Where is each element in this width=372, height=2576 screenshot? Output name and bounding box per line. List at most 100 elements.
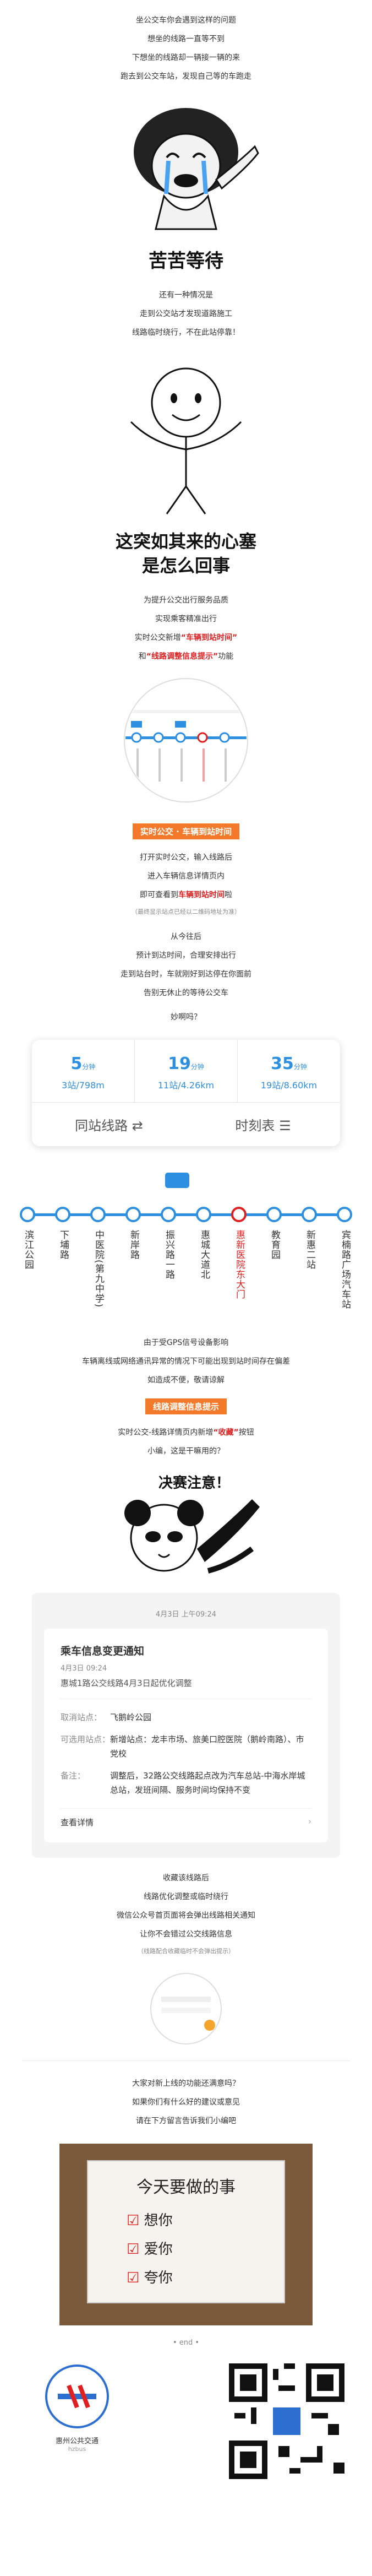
- collect-line: 收藏该线路后: [163, 1874, 209, 1883]
- route-stop-node[interactable]: [161, 1207, 176, 1222]
- feature-highlight: “线路调整信息提示”: [146, 652, 218, 661]
- timetable-button[interactable]: 时刻表 ☰: [235, 1118, 291, 1134]
- arrival-note: （最终显示站点已经以二维码地址为准）: [132, 908, 240, 915]
- collect-line: 微信公众号首页面将会弹出线路相关通知: [117, 1911, 255, 1920]
- brand-logo: [45, 2365, 109, 2428]
- feature-line: 为提升公交出行服务品质: [144, 596, 228, 605]
- feature-highlight: “车辆到站时间”: [180, 633, 238, 642]
- route-stop-name: 中医院(第九中学): [93, 1230, 104, 1308]
- arrival-step: 即可查看到车辆到站时间啦: [0, 886, 372, 904]
- shrug-meme-image: [130, 367, 242, 514]
- todo-item: ☑ 爱你: [127, 2241, 173, 2258]
- wait-line: 线路临时绕行，不在此站停靠！: [132, 328, 240, 337]
- route-stop-name: 教育园: [269, 1230, 280, 1260]
- collect-line: 让你不会错过公交线路信息: [140, 1930, 232, 1939]
- intro-line: 下想坐的线路却一辆接一辆的来: [132, 53, 240, 62]
- arrival-cell[interactable]: 5分钟 3站/798m: [32, 1040, 135, 1102]
- route-stop-node[interactable]: [302, 1207, 317, 1222]
- arrival-minutes: 35分钟: [271, 1054, 307, 1073]
- route-stop-node[interactable]: [125, 1207, 141, 1222]
- crying-meme-image: [134, 108, 259, 230]
- brand-block: 惠州公共交通 hzbus: [28, 2363, 127, 2453]
- wait-section: 还有一种情况是 走到公交站才发现道路施工 线路临时绕行，不在此站停靠！: [0, 286, 372, 342]
- gps-line: 车辆离线或网络通讯异常的情况下可能出现到站时间存在偏差: [82, 1357, 290, 1366]
- intro-line: 想坐的线路一直等不到: [147, 35, 225, 44]
- same-stop-lines-button[interactable]: 同站线路 ⇄: [75, 1118, 143, 1134]
- arrival-row: 5分钟 3站/798m 19分钟 11站/4.26km 35分钟 19站/8.6…: [32, 1040, 340, 1102]
- notice-detail-link[interactable]: 查看详情 ›: [61, 1808, 311, 1828]
- outro-line: 如果你们有什么好的建议或意见: [132, 2098, 240, 2107]
- collect-preview-image: [150, 1973, 222, 2044]
- notice-row: 可选用站点：新增站点：龙丰市场、旅美口腔医院（鹅岭南路）、市党校: [61, 1734, 304, 1759]
- route-stop-node[interactable]: [90, 1207, 106, 1222]
- list-icon: ☰: [279, 1118, 291, 1134]
- since-line: 走到站台时，车就刚好到达停在你面前: [121, 970, 251, 979]
- todo-list: ☑ 想你 ☑ 爱你 ☑ 夸你: [127, 2206, 284, 2292]
- panda-meme: 决赛注意！: [98, 1472, 274, 1582]
- notice-title: 乘车信息变更通知: [61, 1645, 145, 1657]
- notice-card[interactable]: 乘车信息变更通知 4月3日 09:24 惠城1路公交线路4月3日起优化调整 取消…: [44, 1629, 328, 1842]
- arrival-tag: 实时公交 · 车辆到站时间: [132, 823, 240, 839]
- arrival-distance: 11站/4.26km: [157, 1080, 215, 1091]
- route-stop-node[interactable]: [231, 1207, 247, 1222]
- end-mark: • end •: [172, 2339, 200, 2347]
- arrival-highlight: 车辆到站时间: [178, 891, 225, 899]
- arrival-step: 进入车辆信息详情页内: [147, 872, 225, 881]
- arrival-text: 即可查看到: [140, 891, 178, 899]
- feature-text: 实时公交新增: [134, 633, 181, 642]
- todo-title: 今天要做的事: [136, 2178, 236, 2197]
- route-stop-node[interactable]: [337, 1207, 352, 1222]
- route-diagram: 滨江公园下埔路中医院(第九中学)新岸路振兴路一路惠城大道北惠新医院东大门教育园新…: [0, 1163, 372, 1328]
- since-tail: 妙啊吗？: [171, 1013, 201, 1022]
- route-stop-name: 新惠二站: [304, 1230, 315, 1270]
- gps-section: 由于受GPS信号设备影响 车辆离线或网络通讯异常的情况下可能出现到站时间存在偏差…: [0, 1333, 372, 1461]
- wait-line: 走到公交站才发现道路施工: [140, 310, 232, 318]
- route-stop-node[interactable]: [266, 1207, 282, 1222]
- arrival-preview-image: [124, 678, 248, 802]
- feature-line: 和“线路调整信息提示”功能: [0, 647, 372, 666]
- gps-line: 如造成不便，敬请谅解: [147, 1376, 225, 1385]
- route-stop-name: 下埔路: [58, 1230, 69, 1260]
- arrival-distance: 19站/8.60km: [260, 1080, 318, 1091]
- sudden-title-line: 这突如其来的心塞: [115, 531, 256, 552]
- features-section: 为提升公交出行服务品质 实现乘客精准出行 实时公交新增“车辆到站时间” 和“线路…: [0, 591, 372, 666]
- arrival-distance: 3站/798m: [62, 1080, 105, 1091]
- outro-line: 大家对新上线的功能还满意吗？: [132, 2079, 240, 2088]
- route-stop-name: 惠城大道北: [199, 1230, 210, 1279]
- arrival-cell[interactable]: 19分钟 11站/4.26km: [135, 1040, 238, 1102]
- since-line: 从今往后: [171, 932, 201, 941]
- route-stop-node[interactable]: [20, 1207, 35, 1222]
- sudden-title-line: 是怎么回事: [141, 555, 230, 576]
- route-stop-name: 新岸路: [128, 1230, 139, 1260]
- adjust-line: 实时公交-线路详情页内新增“收藏”按钮: [118, 1428, 254, 1437]
- footer: 惠州公共交通 hzbus: [0, 2363, 372, 2479]
- since-section: 从今往后 预计到达时间，合理安排出行 走到站台时，车就刚好到达停在你面前 告别无…: [0, 928, 372, 1027]
- route-stop-node[interactable]: [196, 1207, 211, 1222]
- todo-item: ☑ 夸你: [127, 2270, 173, 2286]
- arrival-section: 实时公交 · 车辆到站时间 打开实时公交，输入线路后 进入车辆信息详情页内 即可…: [0, 815, 372, 920]
- arrival-cell[interactable]: 35分钟 19站/8.60km: [238, 1040, 340, 1102]
- chevron-right-icon: ›: [308, 1816, 311, 1826]
- arrival-minutes: 5分钟: [70, 1054, 96, 1073]
- brand-name: 惠州公共交通: [55, 2437, 99, 2445]
- since-line: 预计到达时间，合理安排出行: [136, 951, 236, 960]
- outro-line: 请在下方留言告诉我们小编吧: [136, 2117, 236, 2125]
- feature-line: 实时公交新增“车辆到站时间”: [0, 628, 372, 647]
- qr-code-image: [229, 2363, 344, 2479]
- outro-section: 大家对新上线的功能还满意吗？ 如果你们有什么好的建议或意见 请在下方留言告诉我们…: [0, 2074, 372, 2130]
- arrival-minutes: 19分钟: [168, 1054, 204, 1073]
- feature-text: 和: [138, 652, 146, 661]
- notice-row: 取消站点：飞鹅岭公园: [61, 1712, 152, 1722]
- intro-section: 坐公交车你会遇到这样的问题 想坐的线路一直等不到 下想坐的线路却一辆接一辆的来 …: [0, 0, 372, 86]
- route-stop-node[interactable]: [55, 1207, 70, 1222]
- todo-image: 今天要做的事 ☑ 想你 ☑ 爱你 ☑ 夸你: [59, 2144, 313, 2325]
- sudden-title: 这突如其来的心塞 是怎么回事: [0, 529, 372, 578]
- checkbox-checked-icon: ☑: [127, 2270, 140, 2286]
- notice-details: 取消站点：飞鹅岭公园 可选用站点：新增站点：龙丰市场、旅美口腔医院（鹅岭南路）、…: [61, 1699, 311, 1797]
- adjust-tag: 线路调整信息提示: [145, 1398, 227, 1414]
- divider: [22, 2060, 350, 2061]
- intro-line: 坐公交车你会遇到这样的问题: [136, 16, 236, 25]
- checkbox-checked-icon: ☑: [127, 2212, 140, 2229]
- card-actions: 同站线路 ⇄ 时刻表 ☰: [32, 1102, 340, 1146]
- todo-paper: 今天要做的事 ☑ 想你 ☑ 爱你 ☑ 夸你: [87, 2160, 285, 2303]
